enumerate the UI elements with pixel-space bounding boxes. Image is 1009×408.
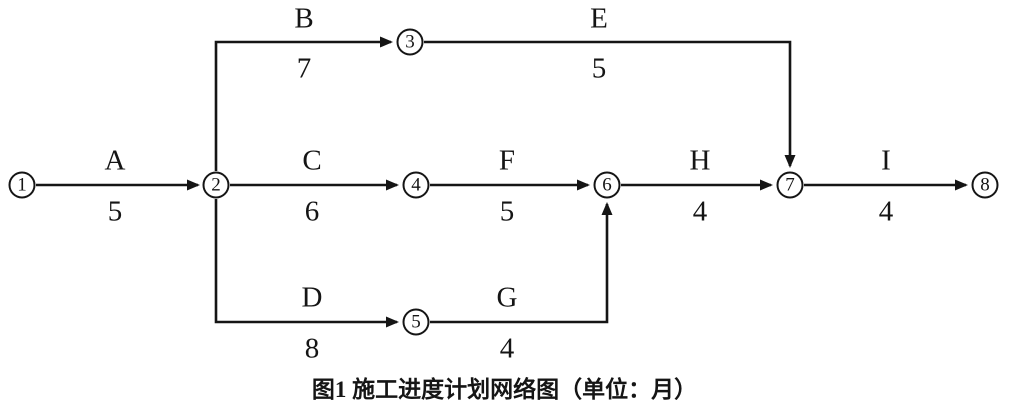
activity-F-name: F <box>498 144 516 177</box>
activity-C-duration: 6 <box>304 195 320 228</box>
activity-A-duration: 5 <box>107 195 123 228</box>
activity-H-name: H <box>689 144 711 177</box>
activity-E-name: E <box>590 2 608 35</box>
diagram-caption: 图1 施工进度计划网络图（单位：月） <box>311 377 698 402</box>
node-3-label: 3 <box>405 31 415 53</box>
node-8-label: 8 <box>980 174 990 196</box>
edge-activity-D <box>214 199 399 328</box>
node-4-label: 4 <box>411 174 421 196</box>
node-5: 5 <box>402 308 430 336</box>
node-2-label: 2 <box>211 174 221 196</box>
node-3: 3 <box>396 28 424 56</box>
edge-activity-E <box>424 40 796 168</box>
activity-A-name: A <box>104 144 126 177</box>
activity-F-duration: 5 <box>499 195 515 228</box>
node-7-label: 7 <box>785 174 795 196</box>
activity-C-name: C <box>302 144 322 177</box>
activity-E-duration: 5 <box>591 52 607 85</box>
activity-G-duration: 4 <box>499 332 515 365</box>
activity-H-duration: 4 <box>692 195 708 228</box>
activity-B-name: B <box>294 2 314 35</box>
activity-I-duration: 4 <box>878 195 894 228</box>
node-5-label: 5 <box>411 311 421 333</box>
edge-activity-B <box>214 36 393 171</box>
node-2: 2 <box>202 171 230 199</box>
activity-B-duration: 7 <box>296 52 312 85</box>
activity-I-name: I <box>881 144 891 177</box>
node-7: 7 <box>776 171 804 199</box>
activity-D-name: D <box>301 281 323 314</box>
node-6-label: 6 <box>602 174 612 196</box>
activity-G-name: G <box>496 281 518 314</box>
activity-D-duration: 8 <box>304 332 320 365</box>
node-6: 6 <box>593 171 621 199</box>
node-1-label: 1 <box>17 174 27 196</box>
node-1: 1 <box>8 171 36 199</box>
node-4: 4 <box>402 171 430 199</box>
edge-activity-G <box>430 202 613 324</box>
node-8: 8 <box>971 171 999 199</box>
